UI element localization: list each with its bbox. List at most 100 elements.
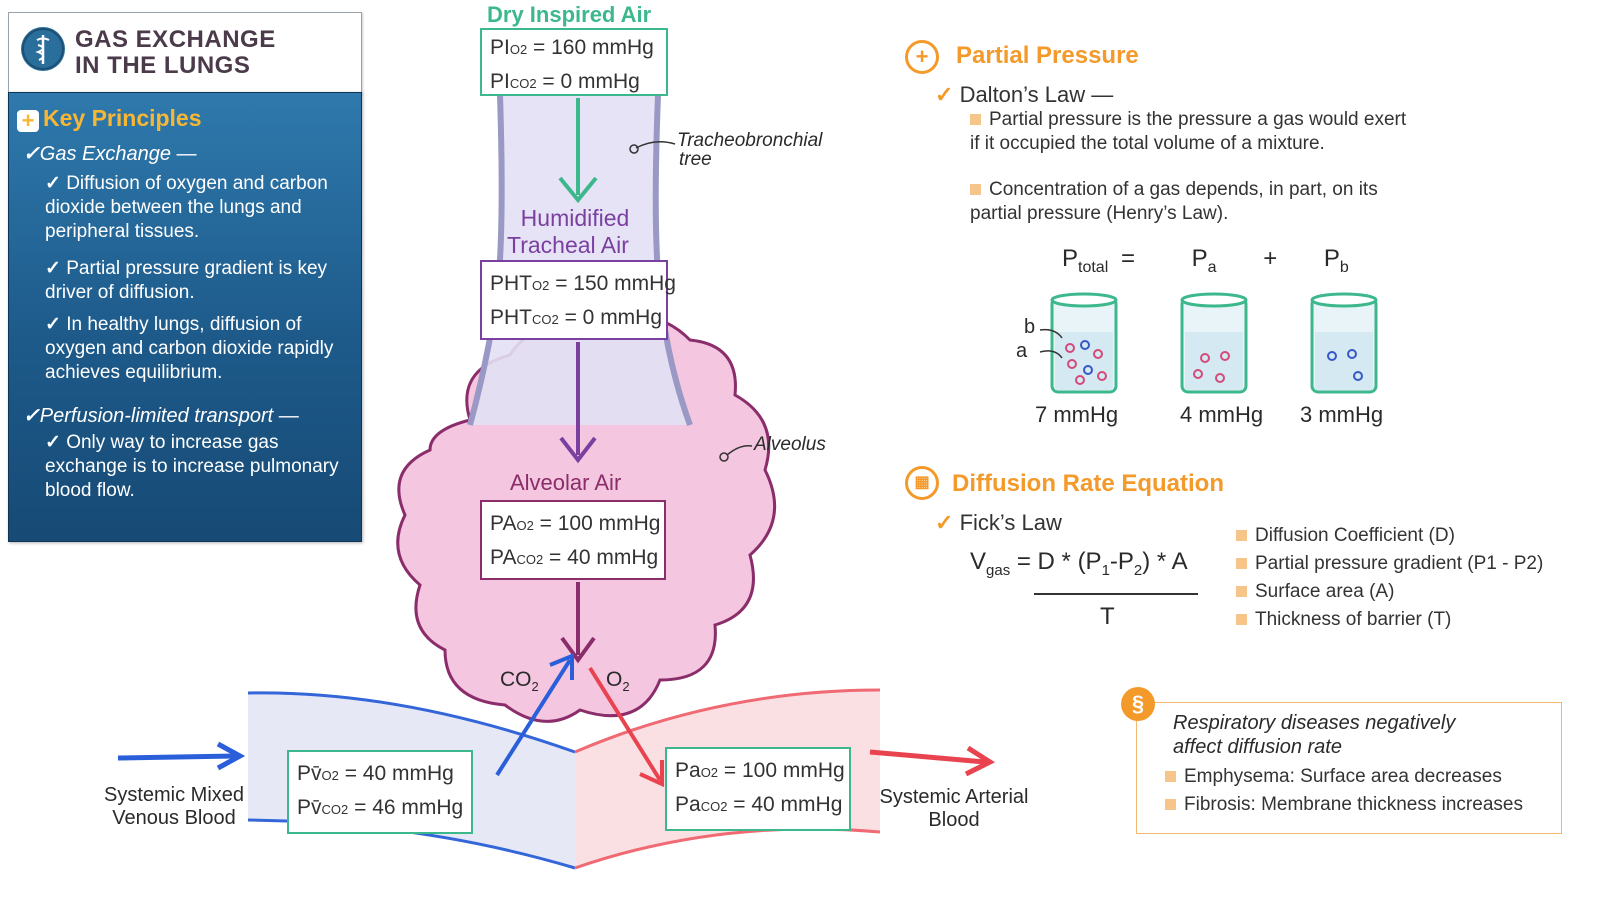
beakers-illustration — [1039, 292, 1378, 394]
eq-p-total: P — [1062, 245, 1079, 272]
tracheal-o2-row: PHTO2 = 150 mmHg — [490, 268, 676, 302]
partial-pressure-bullet-2: Concentration of a gas depends, in part,… — [970, 178, 1400, 226]
page-title: GAS EXCHANGE IN THE LUNGS — [75, 27, 276, 79]
gas-exchange-item-1: ✓ Diffusion of oxygen and carbon dioxide… — [45, 172, 345, 244]
arterial-co2-row: PaCO2 = 40 mmHg — [675, 789, 842, 823]
factor-item: Surface area (A) — [1236, 578, 1543, 606]
check-icon: ✓ — [45, 432, 67, 453]
check-icon: ✓ — [935, 82, 954, 107]
factor-item: Thickness of barrier (T) — [1236, 606, 1543, 634]
dry-air-co2-row: PICO2 = 0 mmHg — [490, 66, 658, 100]
ficks-equation: Vgas = D * (P1-P2) * A — [970, 548, 1188, 579]
bullet-icon — [970, 184, 981, 196]
alveolar-o2-label: PA — [490, 512, 517, 535]
check-icon: ✓ — [45, 314, 67, 335]
beaker-total-value: 7 mmHg — [1035, 402, 1119, 427]
dry-air-o2-label: PI — [490, 36, 510, 59]
o2-subscript: O2 — [532, 278, 550, 293]
beaker-label-b: b — [1024, 316, 1036, 338]
dry-air-o2-value: = 160 mmHg — [533, 36, 654, 59]
bullet-icon — [1236, 614, 1247, 626]
note-title-line2: affect diffusion rate — [1173, 736, 1342, 758]
note-title: Respiratory diseases negatively affect d… — [1173, 711, 1455, 759]
note-item-text: Fibrosis: Membrane thickness increases — [1184, 794, 1523, 815]
tracheal-title-line2: Tracheal Air — [507, 232, 629, 258]
beaker-a-icon — [1180, 292, 1248, 394]
eq-sub-1: 1 — [1101, 561, 1110, 579]
tree-label: Tracheobronchial tree — [677, 131, 822, 169]
beaker-a-value: 4 mmHg — [1180, 402, 1264, 427]
check-icon: ✓ — [45, 173, 67, 194]
diffusion-heading: Diffusion Rate Equation — [952, 470, 1224, 497]
gas-exchange-item-2: ✓ Partial pressure gradient is key drive… — [45, 257, 345, 305]
eq-sub-2: 2 — [1133, 561, 1143, 579]
co2-label: CO2 — [500, 668, 539, 694]
tracheal-title-line1: Humidified — [520, 205, 630, 231]
eq-b-sub: b — [1339, 258, 1349, 276]
o2-subscript: O2 — [516, 518, 534, 533]
gas-exchange-label: ✓Gas Exchange — — [23, 141, 197, 166]
plum-arrow-down-icon — [560, 582, 596, 664]
beaker-b-icon — [1310, 292, 1378, 394]
venous-o2-row: Pv̄O2 = 40 mmHg — [297, 758, 463, 792]
dalton-equation: Ptotal = Pa + Pb — [1062, 245, 1349, 277]
venous-caption-line1: Systemic Mixed — [103, 784, 245, 806]
title-card: GAS EXCHANGE IN THE LUNGS — [8, 12, 362, 94]
title-line2: IN THE LUNGS — [75, 52, 251, 79]
bullet-icon — [970, 114, 981, 126]
bullet-icon — [1236, 586, 1247, 598]
dry-air-o2-row: PIO2 = 160 mmHg — [490, 32, 658, 66]
partial-pressure-bullet-1: Partial pressure is the pressure a gas w… — [970, 108, 1420, 156]
o2-text: O — [606, 668, 623, 691]
alveolar-co2-value: = 40 mmHg — [549, 546, 659, 569]
ficks-law-text: Fick’s Law — [959, 510, 1062, 535]
arterial-caption-line1: Systemic Arterial — [879, 786, 1029, 808]
key-principles-title: Key Principles — [43, 105, 202, 131]
eq-gas-sub: gas — [986, 561, 1011, 579]
dry-air-box: PIO2 = 160 mmHg PICO2 = 0 mmHg — [480, 28, 668, 96]
co2-subscript: CO2 — [516, 552, 544, 567]
clinical-note-box: § Respiratory diseases negatively affect… — [1121, 687, 1562, 834]
gas-exchange-item-text: In healthy lungs, diffusion of oxygen an… — [45, 314, 334, 383]
o2-label-subscript: 2 — [622, 679, 630, 695]
vessel-wall-top-red — [574, 688, 881, 754]
factor-item: Partial pressure gradient (P1 - P2) — [1236, 550, 1543, 578]
bullet-text: Concentration of a gas depends, in part,… — [970, 179, 1378, 224]
tracheal-co2-label: PHT — [490, 306, 532, 329]
alveolar-air-box: PAO2 = 100 mmHg PACO2 = 40 mmHg — [480, 500, 666, 580]
eq-numerator-mid: -P — [1109, 548, 1134, 575]
note-list: Emphysema: Surface area decreases Fibros… — [1165, 763, 1523, 819]
tracheal-o2-label: PHT — [490, 272, 532, 295]
bullet-icon — [1165, 799, 1176, 811]
arterial-o2-value: = 100 mmHg — [723, 759, 845, 782]
eq-p-b: P — [1323, 245, 1340, 272]
arterial-caption: Systemic Arterial Blood — [872, 786, 1036, 832]
key-principles-panel: +Key Principles ✓Gas Exchange — ✓ Diffus… — [8, 92, 362, 542]
o2-subscript: O2 — [321, 768, 339, 783]
diffusion-factor-list: Diffusion Coefficient (D) Partial pressu… — [1236, 522, 1543, 634]
arterial-o2-label: Pa — [675, 759, 701, 782]
tracheal-o2-value: = 150 mmHg — [555, 272, 676, 295]
co2-subscript: CO2 — [700, 799, 728, 814]
factor-text: Thickness of barrier (T) — [1255, 609, 1452, 630]
tracheal-air-title: Humidified — [515, 205, 635, 232]
alveolar-o2-value: = 100 mmHg — [539, 512, 661, 535]
gas-exchange-text: Gas Exchange — — [39, 143, 197, 165]
plus-icon: + — [17, 110, 39, 132]
arterial-outflow-arrow-icon — [869, 745, 996, 777]
tracheal-co2-value: = 0 mmHg — [564, 306, 663, 329]
check-icon: ✓ — [23, 405, 40, 427]
daltons-law-label: ✓ Dalton’s Law — — [935, 82, 1113, 108]
tree-label-line2: tree — [679, 149, 712, 170]
co2-subscript: CO2 — [321, 802, 349, 817]
gas-exchange-item-text: Diffusion of oxygen and carbon dioxide b… — [45, 173, 328, 242]
arterial-o2-row: PaO2 = 100 mmHg — [675, 755, 845, 789]
plus-icon: + — [905, 40, 939, 74]
calculator-icon: ▦ — [905, 466, 939, 500]
venous-o2-label: Pv̄ — [297, 762, 322, 785]
eq-p-a: P — [1191, 245, 1208, 272]
co2-label-subscript: 2 — [531, 679, 539, 695]
o2-arrow-icon — [588, 666, 664, 788]
beaker-label-a: a — [1016, 340, 1028, 362]
beaker-b-value: 3 mmHg — [1300, 402, 1384, 427]
